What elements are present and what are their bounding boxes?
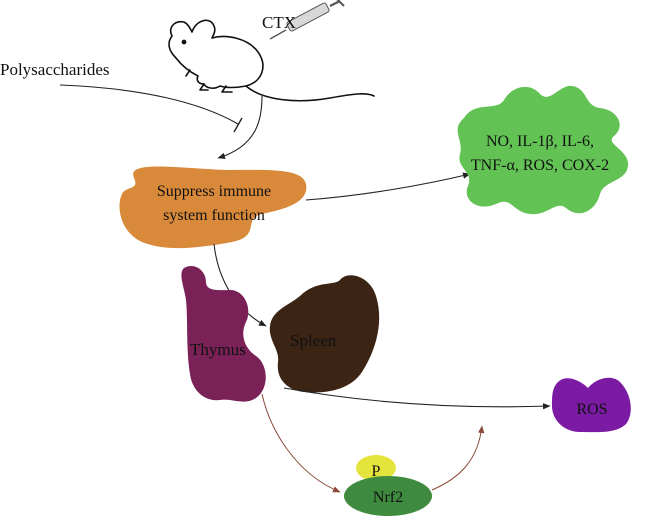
syringe-icon (269, 0, 345, 40)
arrow-nrf2-to-ros (431, 425, 485, 491)
polysaccharides-inhibition-line (59, 84, 239, 125)
polysaccharides-label: Polysaccharides (0, 60, 110, 79)
spleen-label: Spleen (290, 331, 337, 350)
arrow-mouse-to-suppress (217, 95, 263, 160)
suppress-label-line1: Suppress immune (157, 183, 271, 200)
suppress-label-line2: system function (163, 207, 265, 224)
thymus-label: Thymus (190, 340, 246, 359)
phosphate-circle (356, 455, 396, 481)
phosphate-label: P (372, 463, 381, 480)
ros-shape (552, 377, 631, 433)
arrow-spleen-to-ros (283, 387, 551, 410)
spleen-organ (269, 275, 380, 393)
nrf2-ellipse (344, 476, 432, 516)
cytokine-label-line2: TNF-α, ROS, COX-2 (471, 157, 609, 174)
thymus-organ (181, 265, 266, 402)
ros-label: ROS (576, 401, 607, 418)
inhibition-bar (233, 117, 243, 133)
nrf2-label: Nrf2 (373, 489, 403, 506)
arrow-thymus-to-nrf2 (261, 393, 341, 493)
cytokine-label-line1: NO, IL-1β, IL-6, (486, 133, 594, 150)
suppress-immune-blob (119, 166, 307, 249)
mouse-icon (168, 19, 375, 102)
cytokine-burst (457, 85, 629, 215)
ctx-label: CTX (262, 13, 296, 32)
arrow-suppress-to-cytokines (305, 172, 471, 201)
